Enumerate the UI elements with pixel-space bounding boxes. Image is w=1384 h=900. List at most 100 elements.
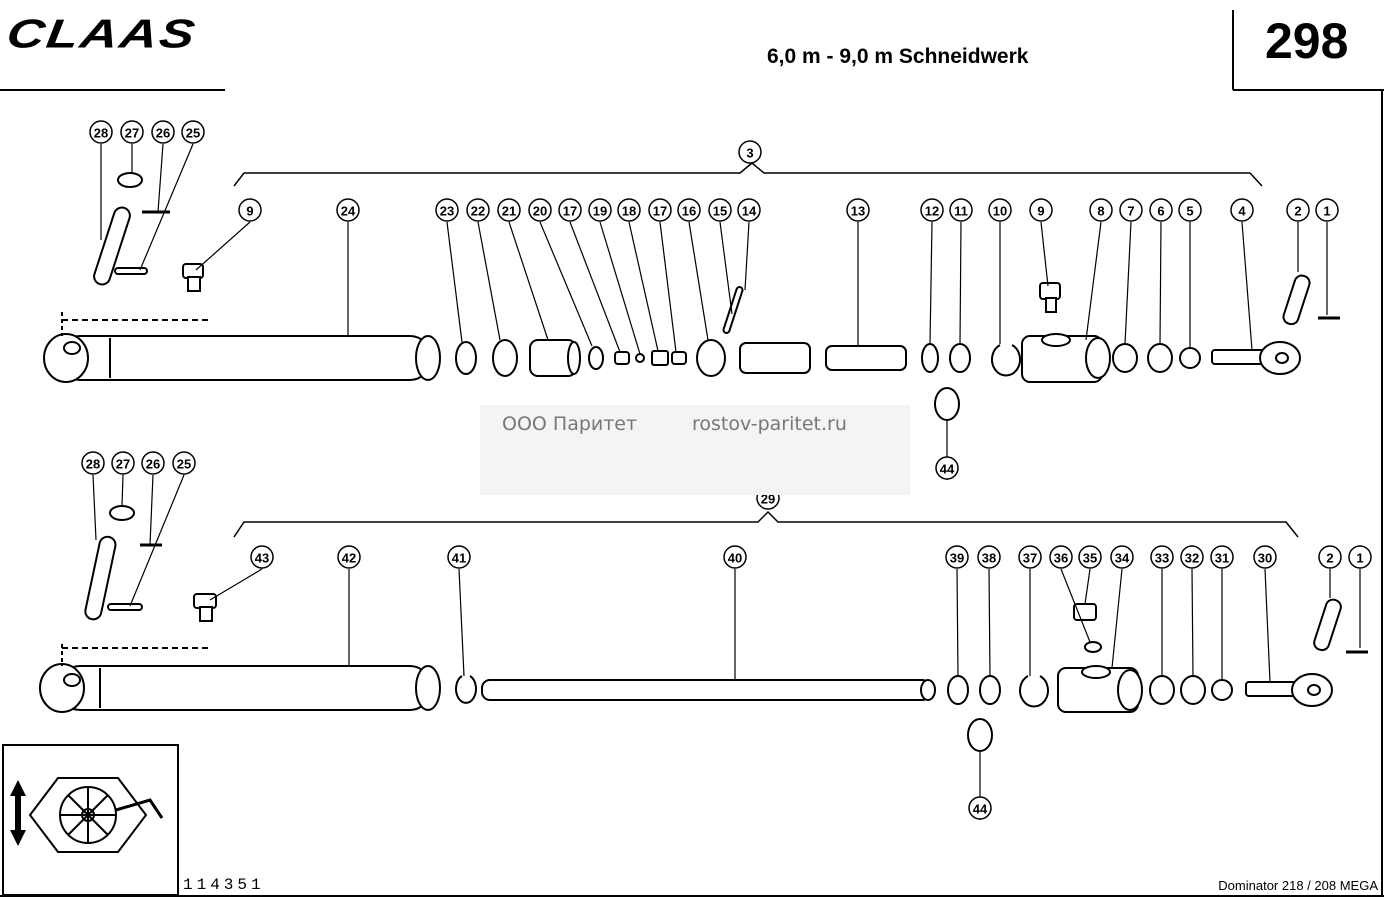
- callout-circle: [1089, 198, 1113, 222]
- leader-line: [1264, 568, 1271, 683]
- part-callout: 2: [1286, 198, 1310, 222]
- part-callout: 9: [1029, 198, 1053, 222]
- callout-number: 4: [1238, 204, 1246, 219]
- callout-number: 11: [954, 204, 968, 219]
- drawing-number: 114351: [183, 876, 265, 894]
- callout-circle: [1253, 545, 1277, 569]
- leader-line: [719, 221, 733, 315]
- watermark-company: ООО Паритет: [502, 413, 638, 435]
- callout-number: 26: [146, 457, 160, 472]
- callout-circle: [172, 451, 196, 475]
- callout-number: 36: [1054, 551, 1068, 566]
- callout-number: 25: [186, 126, 200, 141]
- callout-circle: [723, 545, 747, 569]
- callout-circle: [1049, 545, 1073, 569]
- leader-line: [539, 221, 593, 347]
- part-callout: 17: [648, 198, 672, 222]
- part-callout: 26: [151, 120, 175, 144]
- part-callout: 32: [1180, 545, 1204, 569]
- callout-number: 26: [156, 126, 170, 141]
- callout-number: 25: [177, 457, 191, 472]
- callout-number: 31: [1215, 551, 1229, 566]
- part-callout: 44: [935, 456, 959, 480]
- callout-number: 3: [746, 146, 753, 161]
- leader-line: [929, 221, 933, 345]
- callout-circle: [1348, 545, 1372, 569]
- leader-line: [988, 568, 991, 677]
- leader-line: [1159, 221, 1162, 345]
- callout-number: 34: [1115, 551, 1130, 566]
- part-callout: 31: [1210, 545, 1234, 569]
- leader-line: [195, 221, 251, 271]
- machine-location-icon: [28, 777, 164, 853]
- leader-line: [477, 221, 501, 341]
- callout-circle: [945, 545, 969, 569]
- part-callout: 40: [723, 545, 747, 569]
- callout-number: 14: [742, 204, 757, 219]
- part-callout: 44: [968, 796, 992, 820]
- page-title: 6,0 m - 9,0 m Schneidwerk: [767, 45, 1029, 68]
- part-callout: 5: [1178, 198, 1202, 222]
- callout-circle: [935, 456, 959, 480]
- page-frame: [0, 10, 1384, 897]
- callout-number: 8: [1097, 204, 1104, 219]
- leader-line: [129, 474, 185, 607]
- part-callout: 26: [141, 451, 165, 475]
- cylinder-tube-part: [43, 312, 441, 383]
- callout-number: 22: [471, 204, 485, 219]
- leader-line: [139, 143, 194, 271]
- callout-circle: [447, 545, 471, 569]
- callout-number: 5: [1186, 204, 1193, 219]
- callout-number: 17: [563, 204, 577, 219]
- callout-circle: [1178, 198, 1202, 222]
- leader-line: [1111, 568, 1123, 669]
- part-callout: 41: [447, 545, 471, 569]
- part-callout: 24: [336, 198, 360, 222]
- part-callout: 20: [528, 198, 552, 222]
- callout-circle: [737, 198, 761, 222]
- leader-lines: [92, 143, 1361, 820]
- part-callout: 6: [1149, 198, 1173, 222]
- part-callout: 27: [120, 120, 144, 144]
- leader-line: [628, 221, 659, 352]
- callout-number: 28: [86, 457, 100, 472]
- callout-number: 44: [940, 462, 955, 477]
- callout-number: 6: [1157, 204, 1164, 219]
- callout-number: 2: [1326, 551, 1333, 566]
- leader-line: [149, 474, 154, 546]
- callout-number: 38: [982, 551, 996, 566]
- callout-number: 32: [1185, 551, 1199, 566]
- part-callout: 19: [588, 198, 612, 222]
- callout-number: 2: [1294, 204, 1301, 219]
- watermark: ООО Паритет rostov-paritet.ru: [480, 405, 910, 495]
- callout-number: 17: [653, 204, 667, 219]
- callout-number: 1: [1356, 551, 1363, 566]
- leader-line: [1084, 568, 1091, 605]
- part-callout: 43: [250, 545, 274, 569]
- part-callout: 7: [1119, 198, 1143, 222]
- callout-circle: [89, 120, 113, 144]
- group-bracket-top: [233, 162, 1263, 187]
- callout-circle: [181, 120, 205, 144]
- callout-number: 15: [713, 204, 727, 219]
- part-callout: 10: [988, 198, 1012, 222]
- callout-circle: [977, 545, 1001, 569]
- part-callout: 28: [81, 451, 105, 475]
- leader-line: [508, 221, 549, 341]
- callout-number: 40: [728, 551, 742, 566]
- callout-circle: [1018, 545, 1042, 569]
- callout-circle: [120, 120, 144, 144]
- end-fittings-top: [1112, 274, 1340, 375]
- callout-circle: [1286, 198, 1310, 222]
- part-callout: 39: [945, 545, 969, 569]
- part-callout: 22: [466, 198, 490, 222]
- bottom-assembly-parts: [39, 505, 1368, 752]
- part-callout: 34: [1110, 545, 1134, 569]
- ring-set-top: [455, 286, 1021, 421]
- part-callout: 33: [1150, 545, 1174, 569]
- callout-number: 35: [1083, 551, 1097, 566]
- callout-number: 24: [341, 204, 356, 219]
- callout-circle: [846, 198, 870, 222]
